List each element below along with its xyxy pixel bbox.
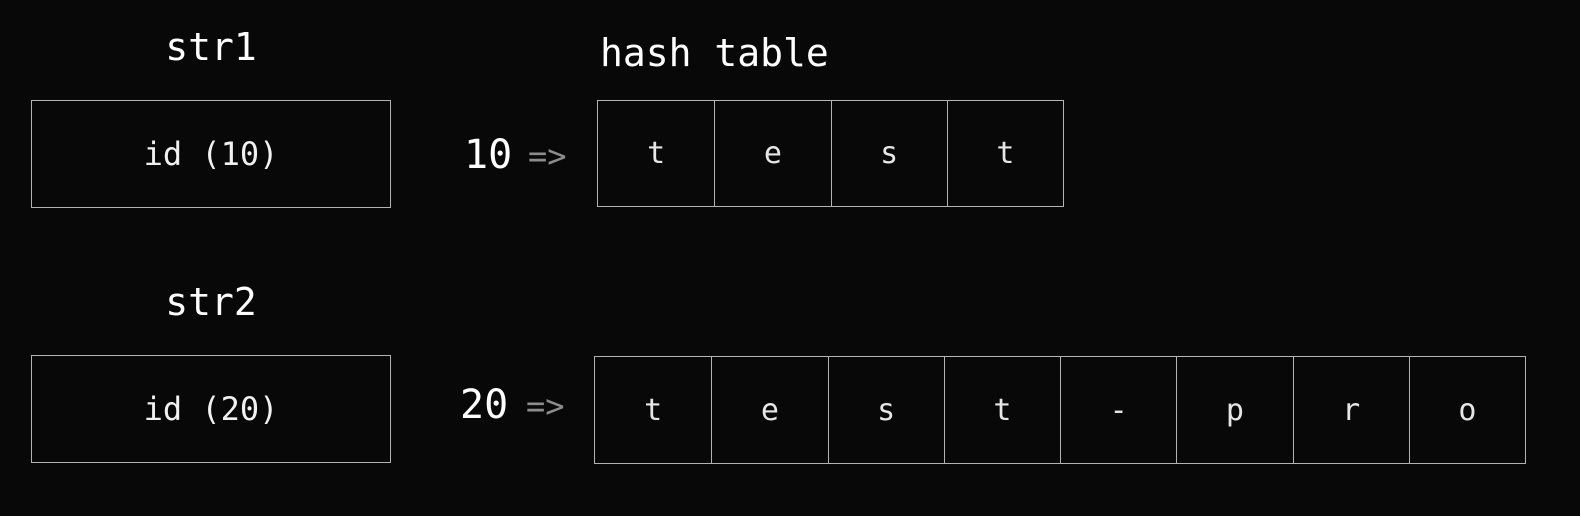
char-cell: t bbox=[943, 357, 1060, 463]
char-cell: o bbox=[1408, 357, 1525, 463]
hash-key-10: 10 bbox=[464, 132, 513, 178]
hash-entry-row-20: t e s t - p r o bbox=[594, 356, 1526, 464]
mapping-arrow-10: => bbox=[528, 137, 567, 175]
char-cell: r bbox=[1292, 357, 1409, 463]
char-cell: s bbox=[827, 357, 944, 463]
variable-name-str1: str1 bbox=[165, 25, 257, 69]
variable-box-str2-text: id (20) bbox=[143, 390, 279, 428]
char-cell: e bbox=[711, 357, 827, 463]
hash-table-label: hash table bbox=[600, 31, 829, 75]
char-cell: t bbox=[647, 136, 666, 171]
variable-box-str1: id (10) bbox=[31, 100, 391, 208]
char-cell: - bbox=[1060, 357, 1176, 463]
variable-box-str1-text: id (10) bbox=[143, 135, 279, 173]
hash-entry-row-10: t e s t bbox=[597, 100, 1064, 207]
variable-box-str2: id (20) bbox=[31, 355, 391, 463]
char-cell: t bbox=[946, 101, 1063, 206]
variable-name-str2: str2 bbox=[165, 280, 257, 324]
char-cell: t bbox=[644, 392, 663, 428]
char-cell: s bbox=[830, 101, 947, 206]
hash-key-20: 20 bbox=[460, 382, 509, 428]
mapping-arrow-20: => bbox=[526, 387, 565, 425]
char-cell: e bbox=[714, 101, 830, 206]
char-cell: p bbox=[1176, 357, 1292, 463]
